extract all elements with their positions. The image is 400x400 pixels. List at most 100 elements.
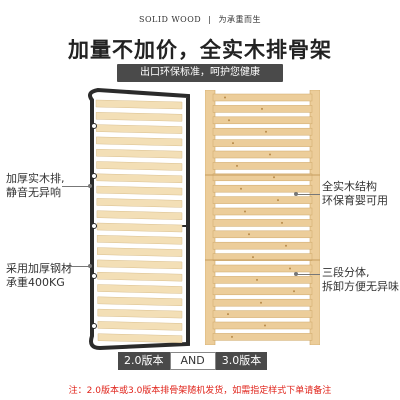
wood-knot [224, 96, 226, 99]
callout-line-1: 加厚实木排, [6, 172, 65, 185]
wood-knot [277, 199, 279, 202]
steel-frame-slat-bed [70, 86, 200, 354]
wood-slat [95, 112, 183, 122]
pine-slat [212, 173, 313, 182]
wood-slat [95, 124, 183, 134]
pine-slat [212, 162, 313, 170]
pine-slat [212, 264, 313, 273]
wood-slat [96, 222, 183, 233]
callout-dot [294, 192, 298, 196]
callout-thick-slats: 加厚实木排, 静音无异响 [6, 172, 65, 200]
wood-knot [236, 164, 238, 167]
wood-slat [96, 210, 183, 220]
wood-slat [97, 247, 183, 257]
wood-knot [240, 187, 242, 190]
wood-knot [256, 278, 258, 281]
callout-line-2: 静音无异响 [6, 186, 61, 199]
pine-slat [212, 333, 313, 341]
wood-knot [265, 130, 267, 133]
callout-connector [296, 274, 320, 275]
wood-knot [293, 290, 295, 293]
steel-frame-image [88, 87, 190, 351]
wood-slat [97, 321, 183, 331]
brand-english: SOLID WOOD [138, 15, 202, 24]
wood-knot [232, 142, 234, 145]
solid-wood-image [204, 89, 321, 346]
version-2-tag: 2.0版本 [118, 352, 170, 370]
solid-wood-slat-bed [204, 89, 321, 346]
callout-line-1: 全实木结构 [322, 180, 377, 193]
wood-knot [289, 267, 291, 270]
callout-connector [66, 266, 90, 267]
callout-dot [294, 272, 298, 276]
wood-slat [96, 198, 183, 208]
wood-knot [228, 119, 230, 122]
brand-line: SOLID WOOD | 为承重而生 [0, 14, 400, 25]
wood-slat [96, 235, 183, 245]
wood-slat [96, 148, 183, 159]
pine-slat [212, 276, 313, 284]
callout-line-2: 环保育婴可用 [322, 194, 388, 207]
version-and-label: AND [169, 352, 216, 370]
callout-line-1: 采用加厚钢材 [6, 262, 72, 275]
callout-dot [88, 264, 92, 268]
wood-slat [96, 185, 183, 196]
callout-line-1: 三段分体, [322, 266, 370, 279]
frame-bolt [91, 323, 97, 329]
callout-line-2: 拆卸方便无异味 [322, 280, 399, 293]
wood-knot [244, 210, 246, 213]
wood-slat [96, 173, 183, 184]
callout-dot [88, 184, 92, 188]
wood-knot [281, 221, 283, 224]
wood-knot [227, 313, 229, 316]
wood-knot [231, 335, 233, 338]
pine-slat [212, 321, 313, 330]
callout-connector [296, 194, 320, 195]
wood-knot [269, 153, 271, 156]
standard-banner: 出口环保标准，呵护您健康 [117, 64, 283, 82]
callout-steel: 采用加厚钢材 承重400KG [6, 262, 72, 290]
pine-slat [212, 219, 313, 227]
frame-bolt [91, 173, 97, 179]
wood-knot [252, 256, 254, 259]
pine-slat [212, 139, 313, 147]
brand-chinese: 为承重而生 [218, 15, 262, 24]
callout-line-2: 承重400KG [6, 276, 65, 289]
version-bar: 2.0版本 AND 3.0版本 [118, 352, 268, 370]
pine-slat [212, 127, 313, 136]
pine-slat [212, 150, 313, 159]
wood-knot [260, 301, 262, 304]
wood-slat [97, 308, 183, 319]
pine-slat [212, 310, 313, 318]
pine-slat [212, 253, 313, 261]
wood-knot [285, 244, 287, 247]
pine-slat [212, 196, 313, 204]
brand-separator: | [208, 15, 212, 24]
callout-solid-wood: 全实木结构 环保育婴可用 [322, 180, 388, 208]
wood-knot [261, 107, 263, 110]
frame-bolt [91, 273, 97, 279]
pine-slat [212, 184, 313, 193]
callout-three-sections: 三段分体, 拆卸方便无异味 [322, 266, 399, 294]
wood-slat [96, 136, 183, 147]
pine-slat [212, 230, 313, 239]
pine-slat [212, 93, 313, 102]
wood-slat [97, 271, 183, 282]
pine-slat [212, 116, 313, 125]
pine-slat [212, 241, 313, 250]
wood-slat [95, 99, 183, 110]
pine-slat [212, 287, 313, 296]
wood-slat [97, 284, 183, 294]
wood-slat [97, 333, 183, 343]
pine-slat [212, 207, 313, 216]
wood-slat [96, 161, 183, 171]
version-3-tag: 3.0版本 [215, 352, 268, 370]
steel-frame-rail [88, 87, 190, 351]
pine-slat [212, 298, 313, 307]
frame-bolt [91, 223, 97, 229]
headline: 加量不加价，全实木排骨架 [68, 38, 332, 62]
wood-slat [97, 296, 183, 307]
frame-bolt [91, 123, 97, 129]
shipping-note: 注：2.0版本或3.0版本排骨架随机发货，如需指定样式下单请备注 [68, 386, 332, 396]
wood-knot [273, 176, 275, 179]
